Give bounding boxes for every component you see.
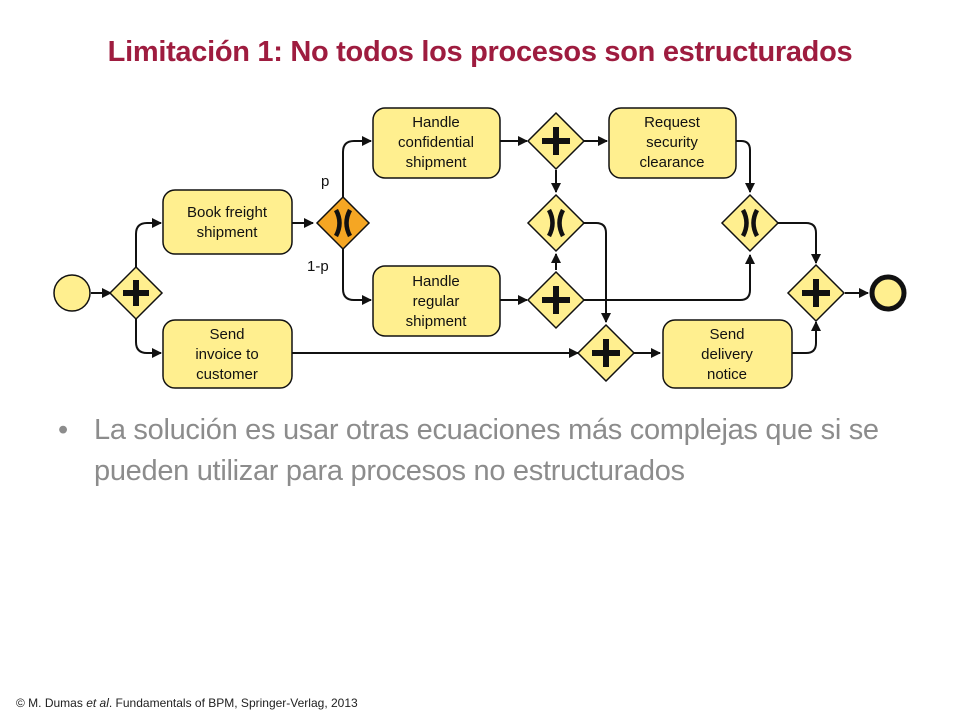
end-event <box>869 274 907 312</box>
flow-notice-to-and4 <box>792 321 821 354</box>
copyright-credit: © M. Dumas et al. Fundamentals of BPM, S… <box>16 696 358 710</box>
svg-text:Book freight: Book freight <box>187 204 268 221</box>
svg-text:shipment: shipment <box>406 154 468 171</box>
flow-xor2-to-and3 <box>583 222 611 323</box>
bullet-marker: • <box>58 414 68 446</box>
and-gateway-confidential <box>526 111 586 171</box>
task-send-delivery-notice: Send delivery notice <box>662 319 793 389</box>
sequence-flows <box>91 136 869 358</box>
flow-and2-to-xor3 <box>584 254 755 301</box>
flow-security-to-xor3 <box>736 140 755 193</box>
bullet-text: La solución es usar otras ecuaciones más… <box>94 414 879 487</box>
task-handle-regular-shipment: Handle regular shipment <box>372 265 501 337</box>
flow-split-to-invoice <box>135 318 162 358</box>
svg-text:Handle: Handle <box>412 273 460 290</box>
xor-gateway-middle <box>526 193 586 253</box>
and-gateway-split <box>108 265 164 321</box>
svg-text:confidential: confidential <box>398 134 474 151</box>
bpmn-process-diagram: Book freight shipment Handle confidentia… <box>53 107 907 389</box>
svg-text:Send: Send <box>709 326 744 343</box>
svg-text:customer: customer <box>196 366 258 383</box>
xor-gateway-shipment-split <box>315 195 371 251</box>
start-event <box>53 274 91 312</box>
and-gateway-final-join <box>786 263 846 323</box>
svg-text:security: security <box>646 134 698 151</box>
svg-text:clearance: clearance <box>639 154 704 171</box>
flow-xor-to-confidential <box>342 136 372 198</box>
and-gateway-invoice-join <box>576 323 636 383</box>
credit-etal: et al <box>86 696 109 710</box>
task-book-freight-shipment: Book freight shipment <box>162 189 293 255</box>
flow-xor-to-regular <box>342 248 372 305</box>
flow-xor3-to-and4 <box>777 222 821 264</box>
xor-gateway-right <box>720 193 780 253</box>
credit-suffix: . Fundamentals of BPM, Springer-Verlag, … <box>108 696 358 710</box>
task-handle-confidential-shipment: Handle confidential shipment <box>372 107 501 179</box>
svg-text:Handle: Handle <box>412 114 460 131</box>
svg-text:regular: regular <box>413 293 460 310</box>
label-1-minus-p: 1-p <box>307 258 329 275</box>
svg-text:delivery: delivery <box>701 346 753 363</box>
slide-title: Limitación 1: No todos los procesos son … <box>107 36 853 68</box>
bullet-point: • La solución es usar otras ecuaciones m… <box>58 410 918 492</box>
svg-text:notice: notice <box>707 366 747 383</box>
svg-text:invoice to: invoice to <box>195 346 258 363</box>
task-request-security-clearance: Request security clearance <box>608 107 737 179</box>
task-send-invoice-to-customer: Send invoice to customer <box>162 319 293 389</box>
svg-text:shipment: shipment <box>197 224 259 241</box>
credit-prefix: © M. Dumas <box>16 696 87 710</box>
svg-text:Request: Request <box>644 114 701 131</box>
flow-split-to-book <box>135 218 162 268</box>
and-gateway-regular <box>526 270 586 330</box>
label-p: p <box>321 173 329 190</box>
svg-text:shipment: shipment <box>406 313 468 330</box>
svg-text:Send: Send <box>209 326 244 343</box>
